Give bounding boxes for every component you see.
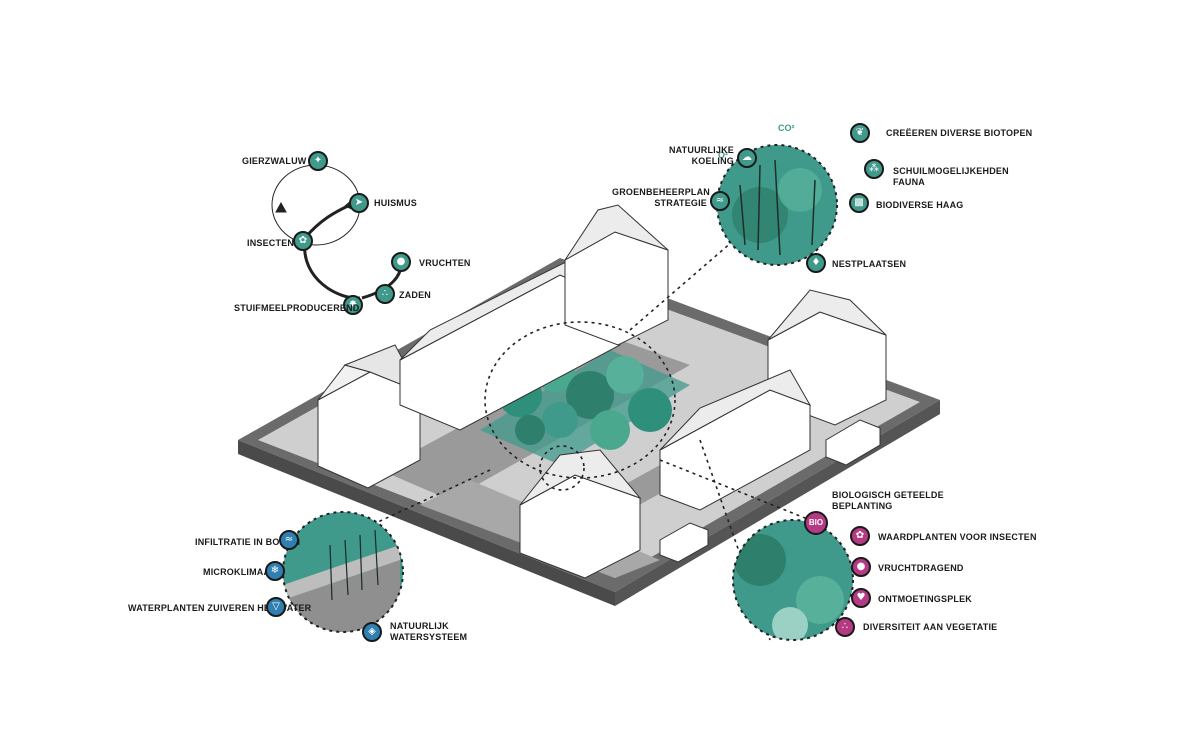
zoom-circle-play — [732, 519, 854, 641]
bee-icon-pink: ✿ — [850, 526, 870, 546]
bio-badge-text: BIO — [808, 518, 824, 527]
grass-icon: ≈ — [710, 191, 730, 211]
label-stuifmeelproducerend: STUIFMEELPRODUCEREND — [234, 303, 360, 313]
label-waardplanten-voor-insecten: WAARDPLANTEN VOOR INSECTEN — [878, 532, 1037, 542]
water-plants-icon: ▽ — [266, 597, 286, 617]
nest-icon: ♦ — [806, 253, 826, 273]
label-gierzwaluw: GIERZWALUW — [242, 156, 307, 166]
microclimate-icon: ❄ — [265, 561, 285, 581]
heart-icon: ♥ — [851, 588, 871, 608]
species-cycle — [271, 164, 406, 300]
bird-icon: ✦ — [308, 151, 328, 171]
paper-plane-icon: ➤ — [349, 193, 369, 213]
label-insecten: INSECTEN — [247, 238, 295, 248]
hedge-icon: ▩ — [849, 193, 869, 213]
co2-label: CO² — [778, 123, 795, 133]
label-ontmoetingsplek: ONTMOETINGSPLEK — [878, 594, 973, 604]
o2-label: O² — [718, 150, 728, 160]
label-infiltratie-in-bodem: INFILTRATIE IN BODEM — [195, 537, 301, 547]
label-biodiverse-haag: BIODIVERSE HAAG — [876, 200, 964, 210]
buildings — [317, 204, 887, 579]
zoom-circle-hedge — [716, 144, 838, 266]
fruit-icon: ● — [851, 557, 871, 577]
label-vruchten: VRUCHTEN — [419, 258, 471, 268]
label-natuurlijk-watersysteem: NATUURLIJK WATERSYSTEEM — [390, 621, 468, 642]
cloud-icon: ☁ — [737, 148, 757, 168]
infiltration-icon: ≈ — [279, 530, 299, 550]
label-groenbeheerplan: GROENBEHEERPLAN STRATEGIE — [612, 187, 711, 208]
bio-badge-icon: BIO — [804, 511, 828, 535]
water-drop-icon: ◈ — [362, 622, 382, 642]
apple-icon: ● — [391, 252, 411, 272]
label-creeeren-diverse-biotopen: CREËEREN DIVERSE BIOTOPEN — [886, 128, 1033, 138]
label-microklimaat: MICROKLIMAAT — [203, 567, 276, 577]
label-zaden: ZADEN — [399, 290, 431, 300]
flower-icon: ✸ — [343, 295, 363, 315]
bee-icon: ✿ — [293, 231, 313, 251]
diversity-icon: ∴ — [835, 617, 855, 637]
label-waterplanten-zuiveren: WATERPLANTEN ZUIVEREN HET WATER — [128, 603, 312, 613]
label-nestplaatsen: NESTPLAATSEN — [832, 259, 907, 269]
label-natuurlijke-koeling: NATUURLIJKE KOELING — [668, 145, 734, 166]
label-diversiteit-aan-vegetatie: DIVERSITEIT AAN VEGETATIE — [863, 622, 998, 632]
label-vruchtdragend: VRUCHTDRAGEND — [878, 563, 964, 573]
seeds-icon: ∴ — [375, 284, 395, 304]
footprints-icon: ⁂ — [864, 159, 884, 179]
label-biologisch-geteelde-beplanting: BIOLOGISCH GETEELDE BEPLANTING — [832, 490, 944, 511]
leaf-icon: ❦ — [850, 123, 870, 143]
label-huismus: HUISMUS — [374, 198, 417, 208]
label-schuilmogelijkheden-fauna: SCHUILMOGELIJKEHDEN FAUNA — [893, 166, 1009, 187]
zoom-circle-water — [282, 511, 404, 633]
